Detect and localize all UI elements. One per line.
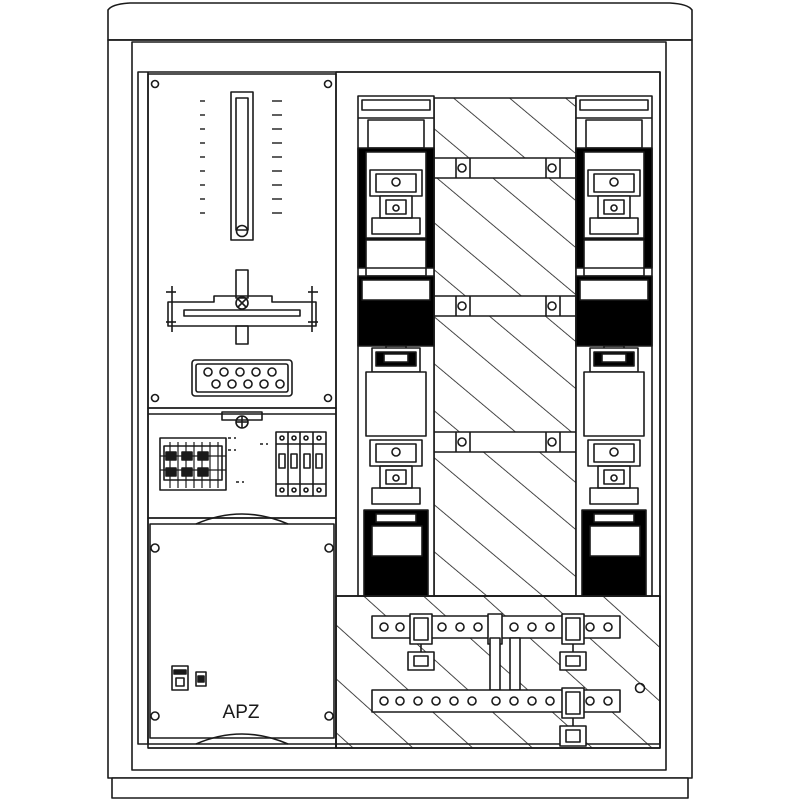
meter-mounting-plate (147, 73, 337, 409)
terminal-rail-area (335, 595, 661, 749)
fuse-bay (335, 71, 661, 597)
scale-slot (200, 91, 282, 241)
circuit-breakers (275, 431, 327, 497)
fuse-strip-left (357, 95, 435, 597)
meter-traverse (166, 269, 318, 345)
breaker-panel (147, 407, 337, 519)
fuse-strip-right (575, 95, 653, 597)
apz-label: APZ (223, 702, 260, 723)
main-switch (159, 437, 227, 491)
apz-panel (147, 513, 337, 749)
terminal-block (191, 359, 293, 397)
